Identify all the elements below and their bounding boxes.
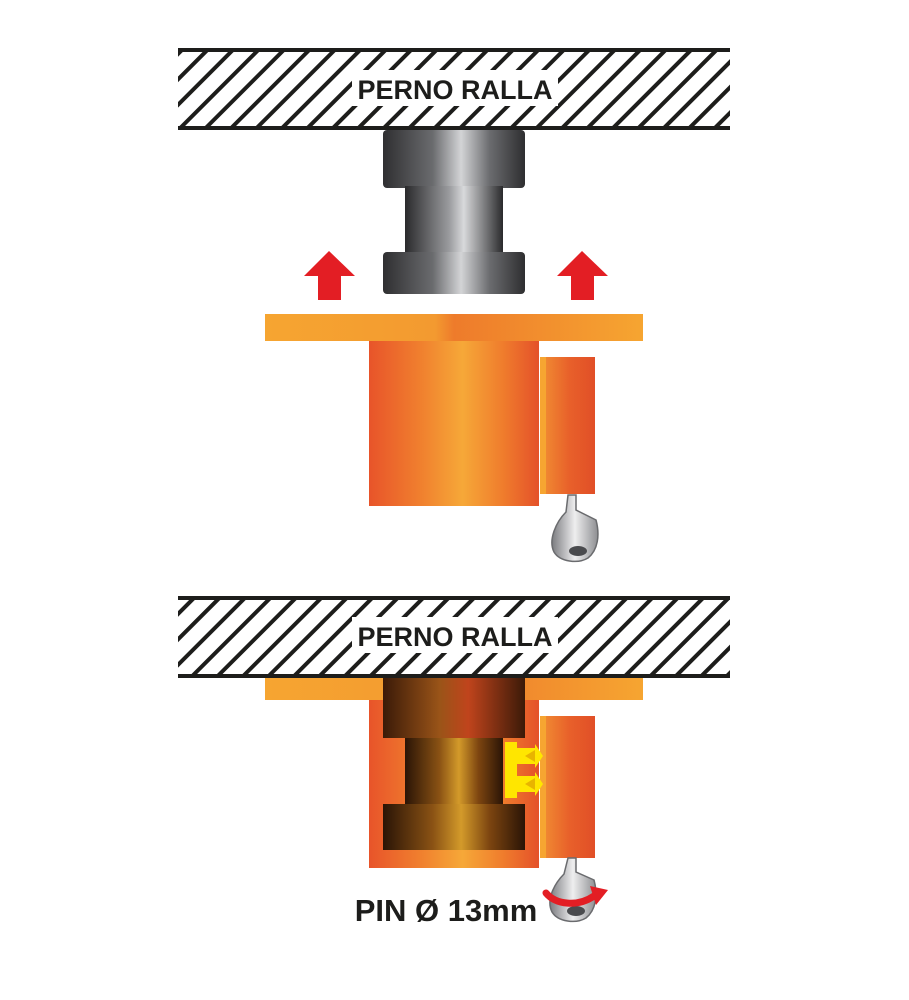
king-pin bbox=[383, 130, 525, 294]
engaged-king-pin bbox=[383, 678, 525, 850]
pin-diameter-label: PIN Ø 13mm bbox=[355, 893, 538, 928]
key-icon bbox=[551, 494, 599, 563]
top-lock-body bbox=[265, 314, 643, 506]
bottom-diagram: PERNO RALLA bbox=[178, 596, 730, 928]
bottom-plate-label: PERNO RALLA bbox=[358, 622, 553, 652]
top-king-pin-plate: PERNO RALLA bbox=[178, 48, 730, 130]
top-plate-label: PERNO RALLA bbox=[358, 75, 553, 105]
bottom-king-pin-plate: PERNO RALLA bbox=[178, 596, 730, 678]
rotate-arrow-icon bbox=[542, 886, 608, 907]
top-diagram: PERNO RALLA bbox=[178, 48, 730, 563]
locking-jaw-icon bbox=[505, 742, 543, 798]
arrow-up-icon bbox=[557, 251, 608, 300]
arrow-up-icon bbox=[304, 251, 355, 300]
key-icon bbox=[549, 857, 597, 923]
